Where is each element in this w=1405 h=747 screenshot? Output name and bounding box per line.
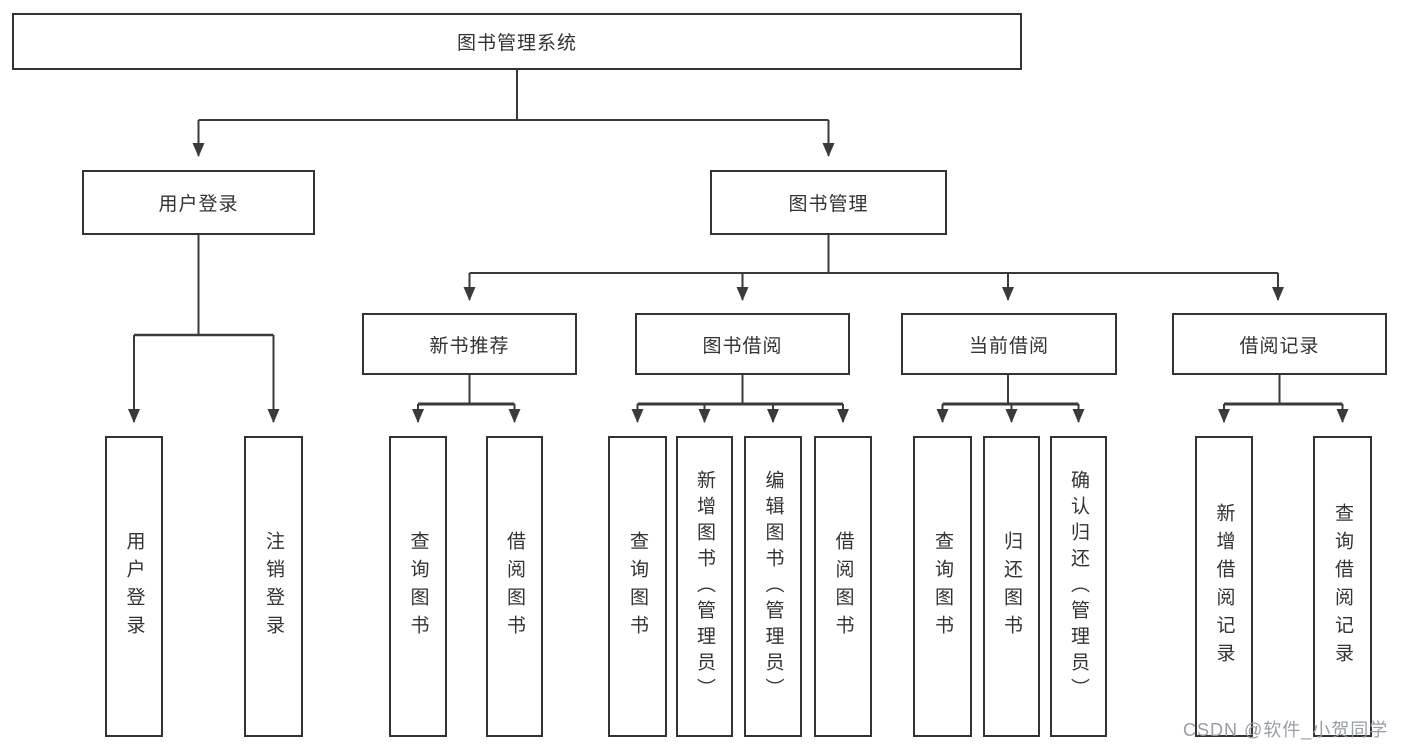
node-label: 新增图书（管理员） bbox=[694, 469, 715, 704]
node-label: 查询图书 bbox=[407, 530, 429, 643]
node-book-management: 图书管理 bbox=[710, 170, 947, 235]
node-label: 新增借阅记录 bbox=[1213, 502, 1235, 671]
node-label: 借阅图书 bbox=[832, 530, 854, 643]
leaf-records-query-borrow-record: 查询借阅记录 bbox=[1313, 436, 1372, 737]
node-label: 图书借阅 bbox=[702, 335, 783, 357]
node-label: 借阅记录 bbox=[1239, 335, 1320, 357]
node-label: 借阅图书 bbox=[504, 530, 525, 643]
csdn-watermark: CSDN @软件_小贺同学 bbox=[1183, 720, 1389, 740]
leaf-current-query-books: 查询图书 bbox=[913, 436, 972, 737]
leaf-records-add-borrow-record: 新增借阅记录 bbox=[1195, 436, 1253, 737]
leaf-recommend-borrow-books: 借阅图书 bbox=[486, 436, 543, 737]
node-label: 用户登录 bbox=[158, 194, 239, 215]
leaf-borrowing-add-books-admin: 新增图书（管理员） bbox=[676, 436, 733, 737]
leaf-borrowing-query-books: 查询图书 bbox=[608, 436, 667, 737]
node-borrowing-records: 借阅记录 bbox=[1172, 313, 1387, 375]
node-label: 查询图书 bbox=[932, 530, 953, 643]
node-label: 查询借阅记录 bbox=[1332, 502, 1353, 671]
node-label: 查询图书 bbox=[627, 530, 648, 643]
node-label: 新书推荐 bbox=[429, 335, 510, 357]
leaf-recommend-query-books: 查询图书 bbox=[389, 436, 447, 737]
leaf-current-return-books: 归还图书 bbox=[983, 436, 1040, 737]
node-label: 归还图书 bbox=[1001, 530, 1022, 643]
leaf-borrowing-borrow-books: 借阅图书 bbox=[814, 436, 872, 737]
leaf-borrowing-edit-books-admin: 编辑图书（管理员） bbox=[744, 436, 802, 737]
node-user-login: 用户登录 bbox=[82, 170, 315, 235]
node-label: 注销登录 bbox=[263, 530, 284, 643]
leaf-current-confirm-return-admin: 确认归还（管理员） bbox=[1050, 436, 1107, 737]
node-label: 编辑图书（管理员） bbox=[762, 469, 784, 704]
node-current-borrowing: 当前借阅 bbox=[901, 313, 1117, 375]
node-book-borrowing: 图书借阅 bbox=[635, 313, 850, 375]
leaf-user-login: 用户登录 bbox=[105, 436, 163, 737]
node-new-book-recommendation: 新书推荐 bbox=[362, 313, 577, 375]
node-root-library-management-system: 图书管理系统 bbox=[12, 13, 1022, 70]
node-label: 用户登录 bbox=[123, 530, 145, 643]
leaf-logout: 注销登录 bbox=[244, 436, 303, 737]
node-label: 当前借阅 bbox=[968, 335, 1049, 357]
node-label: 图书管理系统 bbox=[456, 33, 577, 54]
node-label: 图书管理 bbox=[788, 194, 869, 215]
node-label: 确认归还（管理员） bbox=[1068, 469, 1089, 704]
